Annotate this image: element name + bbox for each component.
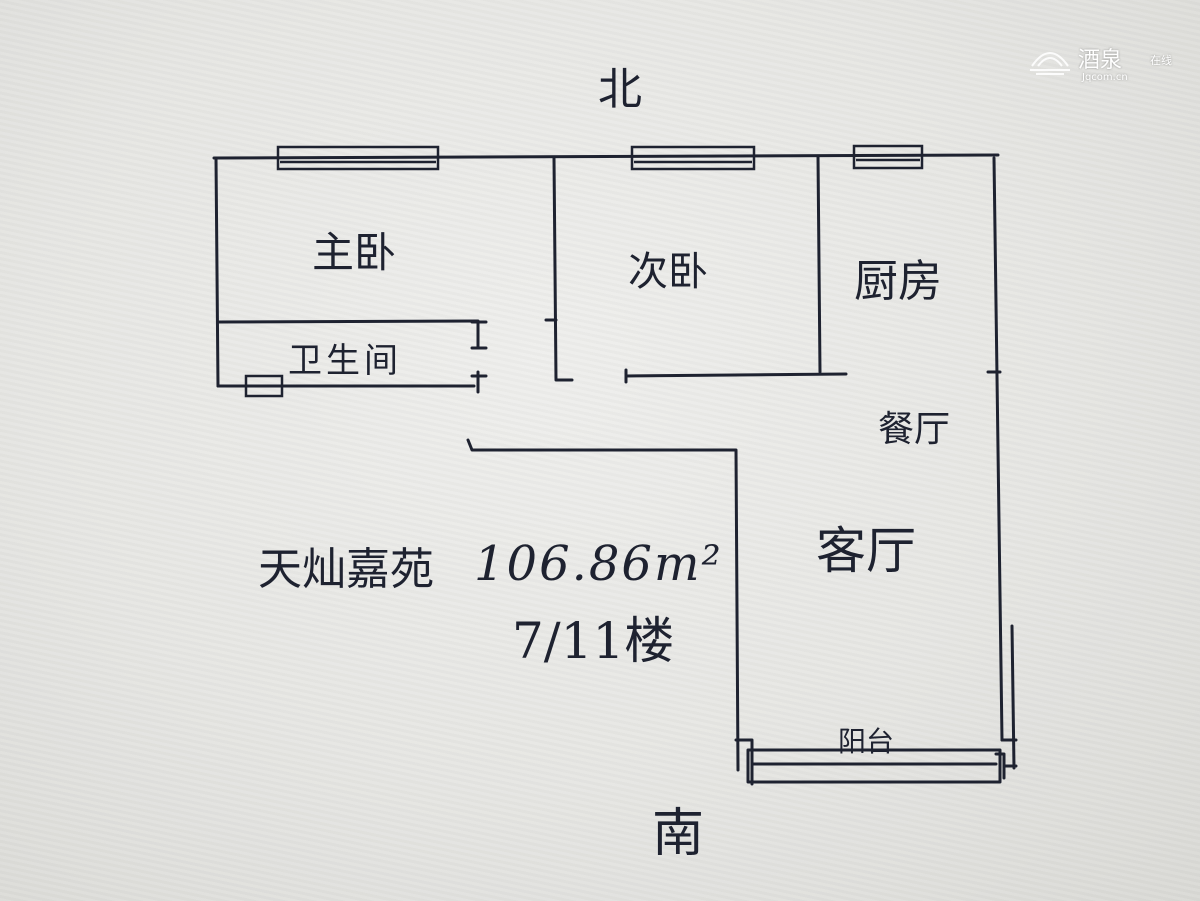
- living-room-label: 客厅: [816, 522, 916, 580]
- kitchen-west-wall: [816, 154, 822, 374]
- east-outer-wall: [1010, 624, 1016, 770]
- watermark-url: Jqcom.cn: [1082, 72, 1128, 83]
- kitchen-label: 厨房: [854, 256, 942, 307]
- master-bedroom-label: 主卧: [312, 228, 397, 277]
- window-kitchen: [852, 144, 924, 170]
- watermark-tag: 在线: [1150, 54, 1172, 67]
- corridor-west-wall: [466, 438, 740, 772]
- balcony-west-post: [734, 738, 754, 786]
- window-bathroom: [244, 374, 284, 398]
- watermark-name: 酒泉: [1078, 48, 1123, 73]
- master-second-wall: [552, 156, 574, 382]
- west-wall: [214, 156, 220, 388]
- balcony-east-post: [994, 752, 1006, 780]
- north-label: 北: [598, 64, 642, 115]
- north-wall: [212, 153, 1000, 160]
- floor-label: 7/11楼: [512, 612, 675, 670]
- second-bedroom-label: 次卧: [628, 249, 708, 295]
- watermark-logo-icon: [1030, 52, 1070, 75]
- complex-name-label: 天灿嘉苑: [258, 544, 434, 595]
- area-label: 106.86m²: [474, 536, 723, 592]
- bathroom-door-mark-2: [470, 370, 488, 394]
- dining-room-label: 餐厅: [878, 409, 951, 450]
- master-bath-divider: [216, 319, 480, 324]
- window-master: [276, 145, 440, 171]
- bathroom-door-mark-1: [470, 320, 488, 350]
- balcony-label: 阳台: [838, 725, 895, 758]
- balcony-east-end: [1000, 738, 1018, 768]
- site-watermark: 酒泉 在线 Jqcom.cn: [1026, 36, 1186, 86]
- east-wall: [992, 156, 1004, 742]
- balcony-rail: [746, 748, 1002, 784]
- window-second: [630, 145, 756, 171]
- south-label: 南: [652, 804, 705, 864]
- second-bedroom-south-wall: [624, 372, 848, 378]
- bathroom-label: 卫生间: [288, 341, 402, 381]
